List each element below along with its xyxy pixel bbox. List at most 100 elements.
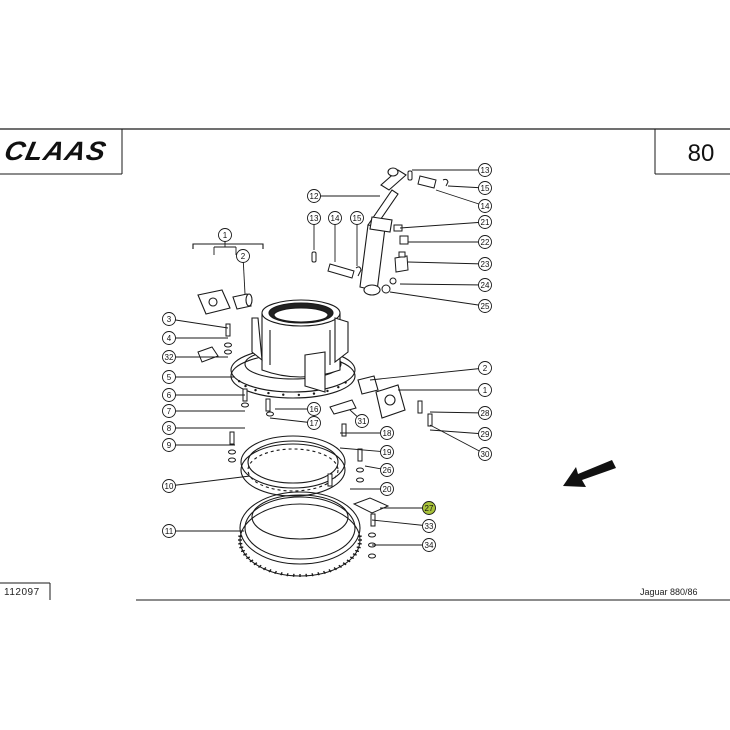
gear-tooth	[346, 559, 351, 563]
leader-line	[399, 221, 486, 229]
washer	[368, 553, 376, 559]
bolt	[327, 473, 333, 487]
callout-29: 29	[478, 427, 492, 441]
callout-13: 13	[478, 163, 492, 177]
callout-number: 34	[425, 541, 434, 550]
plate-hole	[297, 393, 301, 397]
brand-logo-text: CLAAS	[1, 136, 110, 166]
bolt	[341, 423, 347, 437]
gear-tooth	[249, 559, 254, 563]
callout-number: 1	[223, 231, 228, 240]
gear-tooth	[240, 549, 246, 553]
callout-circle	[478, 427, 492, 441]
gear-tooth	[349, 556, 354, 560]
callout-circle	[328, 211, 342, 225]
leader-line	[269, 417, 315, 424]
callout-circle	[307, 402, 321, 416]
callout-number: 32	[165, 353, 174, 362]
callout-number: 6	[167, 391, 172, 400]
callout-number: 27	[425, 504, 434, 513]
callout-15: 15	[350, 211, 364, 225]
model-name: Jaguar 880/86	[640, 587, 698, 597]
bolt	[417, 400, 423, 414]
bolt	[229, 431, 235, 445]
chute-tower-part	[251, 299, 349, 393]
callout-circle	[380, 463, 394, 477]
gear-tooth	[322, 570, 326, 575]
callout-14: 14	[478, 199, 492, 213]
leader-line	[407, 261, 486, 265]
bearing-ring-part	[240, 435, 346, 497]
leader-line	[399, 283, 486, 286]
callout-number: 28	[481, 409, 490, 418]
gear-tooth	[243, 553, 248, 556]
callout-24: 24	[478, 278, 492, 292]
callout-15: 15	[478, 181, 492, 195]
callout-4: 4	[162, 331, 176, 345]
bolt	[265, 398, 271, 412]
plate-hole	[267, 391, 270, 395]
callout-20: 20	[380, 482, 394, 496]
gear-tooth	[342, 562, 347, 566]
valve-assembly-part	[381, 224, 409, 294]
callout-19: 19	[380, 445, 394, 459]
washer	[368, 532, 376, 538]
callout-number: 13	[310, 214, 319, 223]
pin-set-upper	[407, 170, 449, 189]
callout-circle	[478, 406, 492, 420]
callout-number: 31	[358, 417, 367, 426]
callout-circle	[478, 199, 492, 213]
plate-hole-marks	[237, 380, 347, 397]
plate-hole	[344, 381, 347, 384]
callout-17: 17	[307, 416, 321, 430]
callout-circle	[162, 438, 176, 452]
plate-hole	[312, 392, 316, 395]
callout-circle	[162, 370, 176, 384]
gear-tooth	[356, 546, 361, 549]
callout-circle	[478, 235, 492, 249]
pin-set-lower	[311, 251, 362, 279]
plate-hole	[337, 385, 340, 389]
washer	[356, 477, 364, 483]
callout-number: 23	[481, 260, 490, 269]
plate-hole	[326, 389, 329, 393]
washer	[224, 349, 232, 355]
bolt	[225, 323, 231, 337]
callout-23: 23	[478, 257, 492, 271]
callout-8: 8	[162, 421, 176, 435]
callout-number: 21	[481, 218, 490, 227]
callout-circle	[162, 331, 176, 345]
callout-circle	[478, 278, 492, 292]
callout-circle	[478, 383, 492, 397]
callout-circle	[307, 189, 321, 203]
callout-14: 14	[328, 211, 342, 225]
callout-22: 22	[478, 235, 492, 249]
callout-number: 25	[481, 302, 490, 311]
plate-hole	[244, 384, 247, 388]
leader-line	[168, 475, 251, 487]
arrow-down-left-icon	[563, 460, 616, 487]
callout-number: 16	[310, 405, 319, 414]
gear-tooth	[311, 573, 314, 577]
callout-number: 15	[481, 184, 490, 193]
callout-circle	[162, 350, 176, 364]
callout-circle	[380, 482, 394, 496]
gear-tooth	[317, 572, 320, 576]
leader-line	[435, 189, 486, 207]
callout-number: 1	[483, 386, 488, 395]
leader-line	[168, 318, 229, 329]
callout-circle	[350, 211, 364, 225]
callout-1: 1	[478, 383, 492, 397]
callout-number: 11	[165, 527, 174, 536]
gear-tooth	[239, 546, 244, 549]
callout-6: 6	[162, 388, 176, 402]
callout-circle	[162, 388, 176, 402]
callout-circle	[162, 421, 176, 435]
gear-tooth	[352, 553, 357, 556]
callout-28: 28	[478, 406, 492, 420]
callout-circle	[218, 228, 232, 242]
gear-tooth	[268, 569, 272, 573]
plate-hole	[237, 380, 241, 383]
callout-number: 30	[481, 450, 490, 459]
